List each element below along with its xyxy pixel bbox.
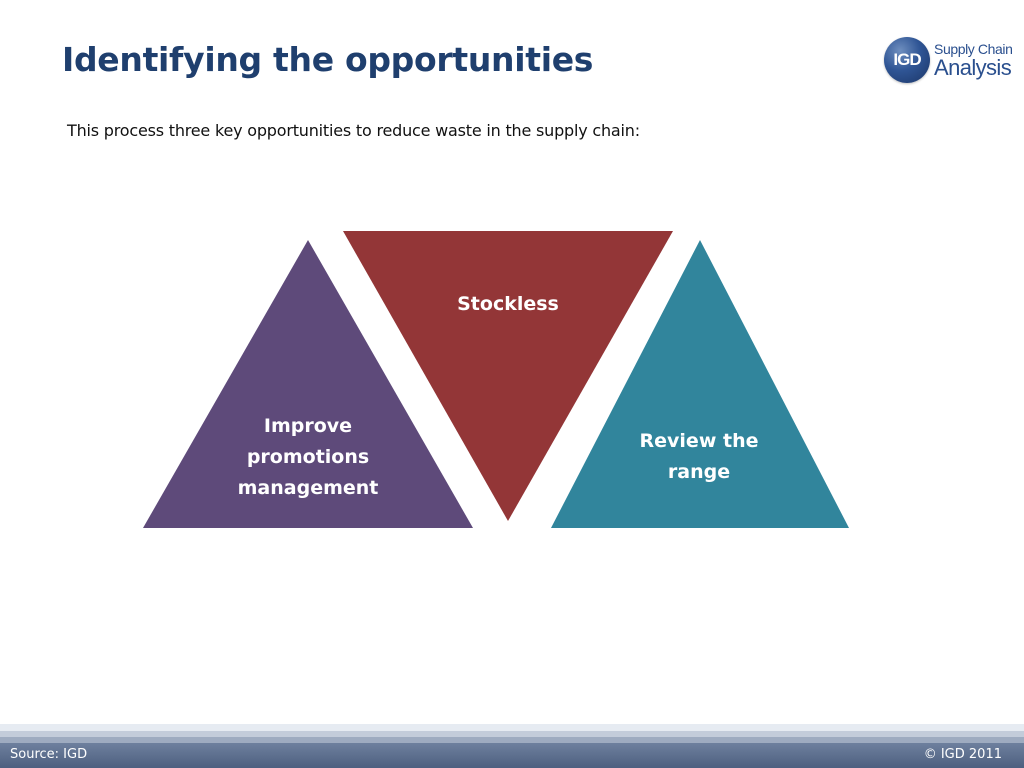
footer-band bbox=[0, 737, 1024, 743]
logo-text-line2: Analysis bbox=[934, 55, 1012, 80]
footer-source: Source: IGD bbox=[10, 747, 88, 762]
triangle-left-label-line: management bbox=[237, 477, 379, 499]
triangle-left-label-line: promotions bbox=[246, 446, 370, 468]
triangle-right-label: Review the range bbox=[609, 426, 789, 488]
logo-text-line1: Supply Chain bbox=[934, 41, 1013, 57]
triangle-right-label-line: Review the bbox=[639, 430, 759, 452]
triangle-right-label-line: range bbox=[667, 461, 731, 483]
footer-bar: Source: IGD © IGD 2011 bbox=[0, 724, 1024, 768]
triangle-left-label: Improve promotions management bbox=[218, 411, 398, 504]
triangle-mid-label-line: Stockless bbox=[457, 293, 559, 315]
footer-band bbox=[0, 731, 1024, 737]
triangle-left bbox=[143, 240, 473, 528]
igd-logo-badge: IGD bbox=[884, 37, 930, 83]
triangle-right bbox=[551, 240, 849, 528]
triangle-mid-label: Stockless bbox=[418, 289, 598, 320]
intro-text: This process three key opportunities to … bbox=[67, 121, 640, 140]
page-title: Identifying the opportunities bbox=[62, 40, 594, 79]
triangle-left-label-line: Improve bbox=[263, 415, 353, 437]
triangle-mid bbox=[343, 231, 673, 521]
footer-band bbox=[0, 724, 1024, 731]
footer-band bbox=[0, 743, 1024, 768]
igd-logo: IGD Supply Chain Analysis bbox=[884, 35, 1014, 87]
footer-copyright: © IGD 2011 bbox=[923, 747, 1002, 762]
